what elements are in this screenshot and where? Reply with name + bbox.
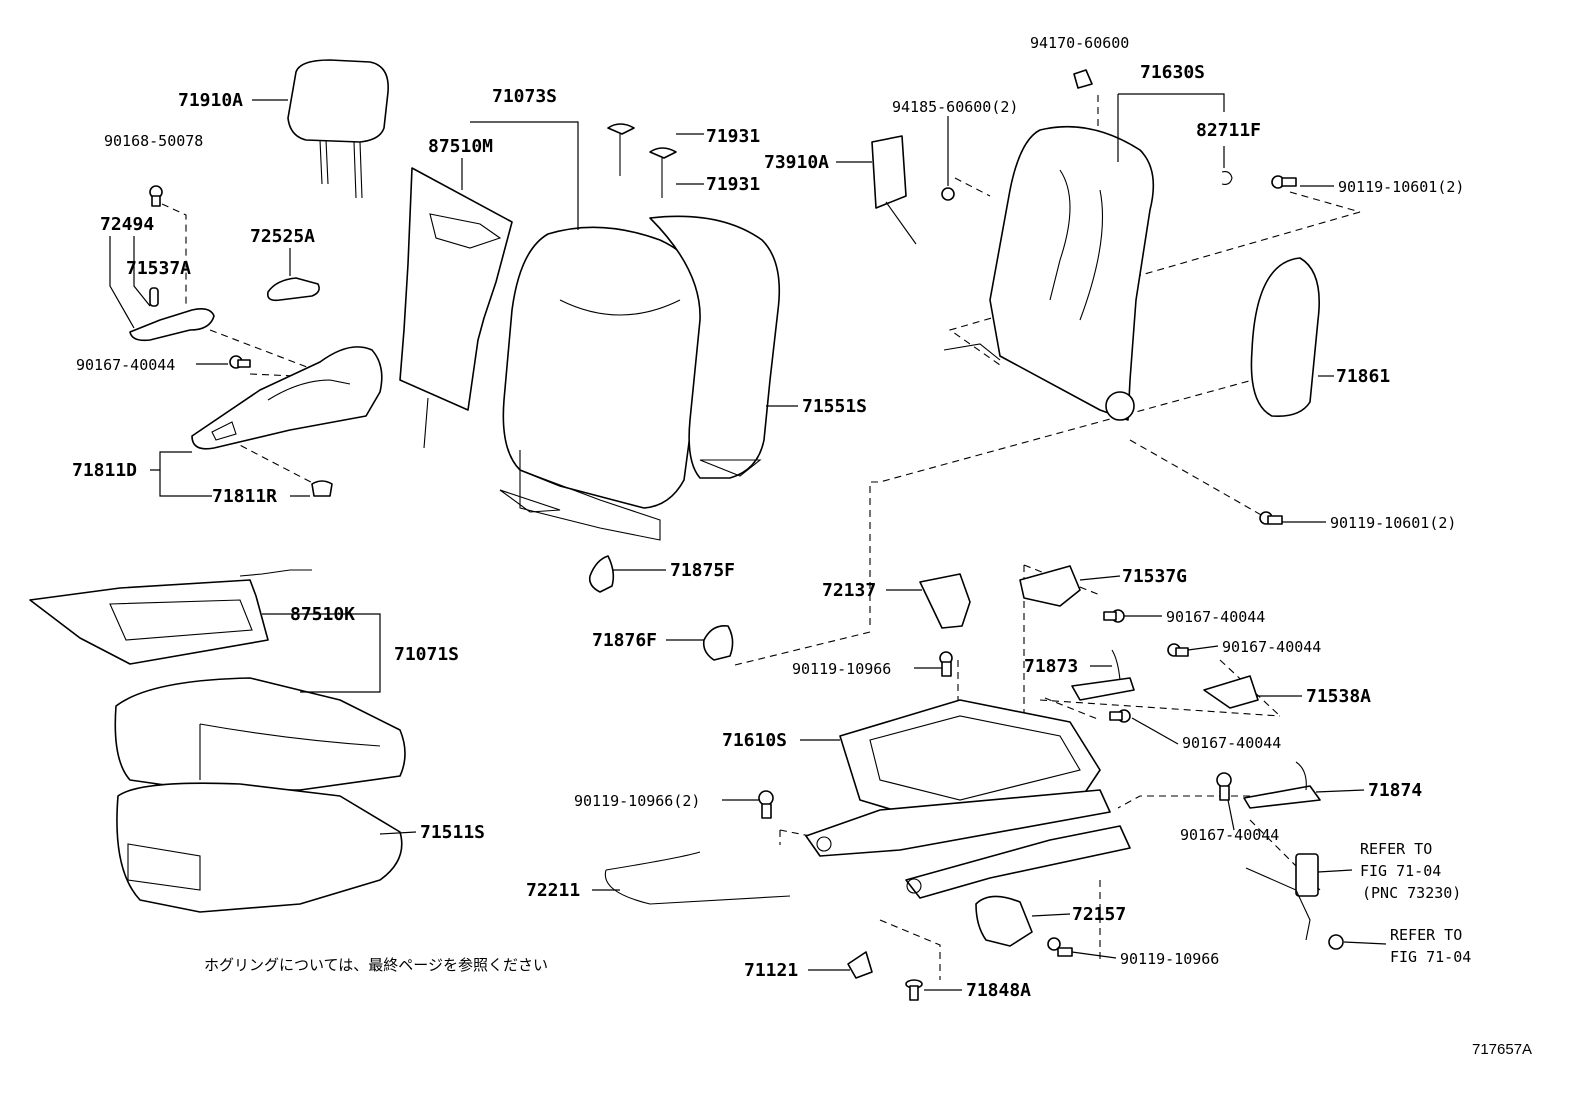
label-71538a: 71538A bbox=[1306, 686, 1371, 707]
nut-94185-part bbox=[941, 187, 955, 201]
seatbelt-buckle-part bbox=[1245, 853, 1319, 941]
label-71873: 71873 bbox=[1024, 656, 1078, 677]
seatback-pad-part bbox=[649, 215, 781, 479]
part-labels: 71910A 90168-50078 72494 71537A 72525A 9… bbox=[72, 34, 1471, 1001]
label-90168-50078: 90168-50078 bbox=[104, 132, 203, 150]
label-82711f: 82711F bbox=[1196, 120, 1261, 141]
recliner-cover-part bbox=[1250, 257, 1320, 418]
pin-71537a-part bbox=[149, 287, 159, 307]
label-90167-40044-a: 90167-40044 bbox=[76, 356, 175, 374]
label-refer2-line2: FIG 71-04 bbox=[1390, 948, 1471, 966]
label-87510m: 87510M bbox=[428, 136, 493, 157]
label-90119-10601-a: 90119-10601(2) bbox=[1338, 178, 1464, 196]
label-refer2-line1: REFER TO bbox=[1390, 926, 1462, 944]
seat-adjuster-part bbox=[805, 699, 1131, 899]
label-71537g: 71537G bbox=[1122, 566, 1187, 587]
headrest-part bbox=[287, 59, 389, 199]
seatback-cover-part bbox=[502, 226, 706, 509]
lever-71873-part bbox=[1071, 677, 1135, 701]
cover-72157-part bbox=[975, 895, 1033, 947]
hinge-cover-72494-part bbox=[129, 308, 215, 342]
label-71861: 71861 bbox=[1336, 366, 1390, 387]
figure-code: 717657A bbox=[1472, 1041, 1532, 1058]
clip-71811r-part bbox=[311, 480, 333, 497]
bolt-90167-left-part bbox=[229, 355, 251, 369]
hog-ring-note: ホグリングについては、最終ページを参照ください bbox=[204, 956, 548, 974]
label-72137: 72137 bbox=[822, 580, 876, 601]
label-71931-b: 71931 bbox=[706, 174, 760, 195]
seat-wire-part bbox=[604, 851, 791, 905]
nut-refer-part bbox=[1328, 934, 1344, 950]
bolt-90167-e-part bbox=[1216, 772, 1232, 801]
seat-cushion-pad-part bbox=[116, 782, 403, 913]
label-71551s: 71551S bbox=[802, 396, 867, 417]
label-71610s: 71610S bbox=[722, 730, 787, 751]
label-71848a: 71848A bbox=[966, 980, 1031, 1001]
nut-94170-part bbox=[1073, 69, 1093, 89]
label-94170-60600: 94170-60600 bbox=[1030, 34, 1129, 52]
hook-pins-part bbox=[607, 123, 677, 198]
cover-72525a-part bbox=[266, 277, 320, 302]
bolt-90119-10966-b-part bbox=[1047, 937, 1073, 957]
label-90119-10966-a: 90119-10966 bbox=[792, 660, 891, 678]
label-71910a: 71910A bbox=[178, 90, 243, 111]
leader-lines bbox=[109, 93, 1387, 991]
label-87510k: 87510K bbox=[290, 604, 355, 625]
cover-71875f-part bbox=[588, 555, 615, 593]
bolt-90119-10966-2-part bbox=[758, 790, 774, 819]
label-71511s: 71511S bbox=[420, 822, 485, 843]
lever-71874-part bbox=[1243, 785, 1321, 809]
cover-71876f-part bbox=[702, 624, 734, 661]
label-90119-10966-2: 90119-10966(2) bbox=[574, 792, 700, 810]
cover-71538a-part bbox=[1203, 675, 1259, 709]
label-71875f: 71875F bbox=[670, 560, 735, 581]
seatback-board-part bbox=[399, 167, 513, 411]
label-refer1-line1: REFER TO bbox=[1360, 840, 1432, 858]
bracket-71121-part bbox=[847, 951, 873, 979]
bolt-90119-10966-a-part bbox=[939, 651, 953, 677]
label-90119-10966-b: 90119-10966 bbox=[1120, 950, 1219, 968]
bolt-90168-part bbox=[149, 185, 163, 207]
bolt-90167-c-part bbox=[1167, 643, 1189, 657]
label-90167-40044-d: 90167-40044 bbox=[1182, 734, 1281, 752]
pin-71848a-part bbox=[905, 979, 923, 1001]
label-71811d: 71811D bbox=[72, 460, 137, 481]
clip-82711f-part bbox=[1221, 171, 1233, 185]
label-71630s: 71630S bbox=[1140, 62, 1205, 83]
label-71811r: 71811R bbox=[212, 486, 277, 507]
label-71874: 71874 bbox=[1368, 780, 1422, 801]
label-71876f: 71876F bbox=[592, 630, 657, 651]
bolt-90119-upper-part bbox=[1271, 175, 1297, 189]
label-72494: 72494 bbox=[100, 214, 154, 235]
label-90167-40044-e: 90167-40044 bbox=[1180, 826, 1279, 844]
bolt-90167-d-part bbox=[1109, 709, 1131, 723]
bolt-90167-b-part bbox=[1103, 609, 1125, 623]
label-71931-a: 71931 bbox=[706, 126, 760, 147]
label-71537a: 71537A bbox=[126, 258, 191, 279]
label-90167-40044-b: 90167-40044 bbox=[1166, 608, 1265, 626]
cover-71537g-part bbox=[1019, 565, 1081, 607]
airbag-module-part bbox=[871, 135, 917, 245]
cover-72137-part bbox=[919, 573, 971, 629]
bolt-90119-lower-part bbox=[1259, 511, 1283, 525]
label-refer1-line3: (PNC 73230) bbox=[1362, 884, 1461, 902]
label-72525a: 72525A bbox=[250, 226, 315, 247]
label-73910a: 73910A bbox=[764, 152, 829, 173]
label-71121: 71121 bbox=[744, 960, 798, 981]
label-90119-10601-b: 90119-10601(2) bbox=[1330, 514, 1456, 532]
label-71071s: 71071S bbox=[394, 644, 459, 665]
seat-heater-part bbox=[29, 579, 269, 665]
label-72211: 72211 bbox=[526, 880, 580, 901]
label-71073s: 71073S bbox=[492, 86, 557, 107]
side-shield-part bbox=[191, 346, 383, 450]
label-refer1-line2: FIG 71-04 bbox=[1360, 862, 1441, 880]
label-90167-40044-c: 90167-40044 bbox=[1222, 638, 1321, 656]
seatback-frame-part bbox=[943, 125, 1155, 421]
label-72157: 72157 bbox=[1072, 904, 1126, 925]
label-94185-60600: 94185-60600(2) bbox=[892, 98, 1018, 116]
